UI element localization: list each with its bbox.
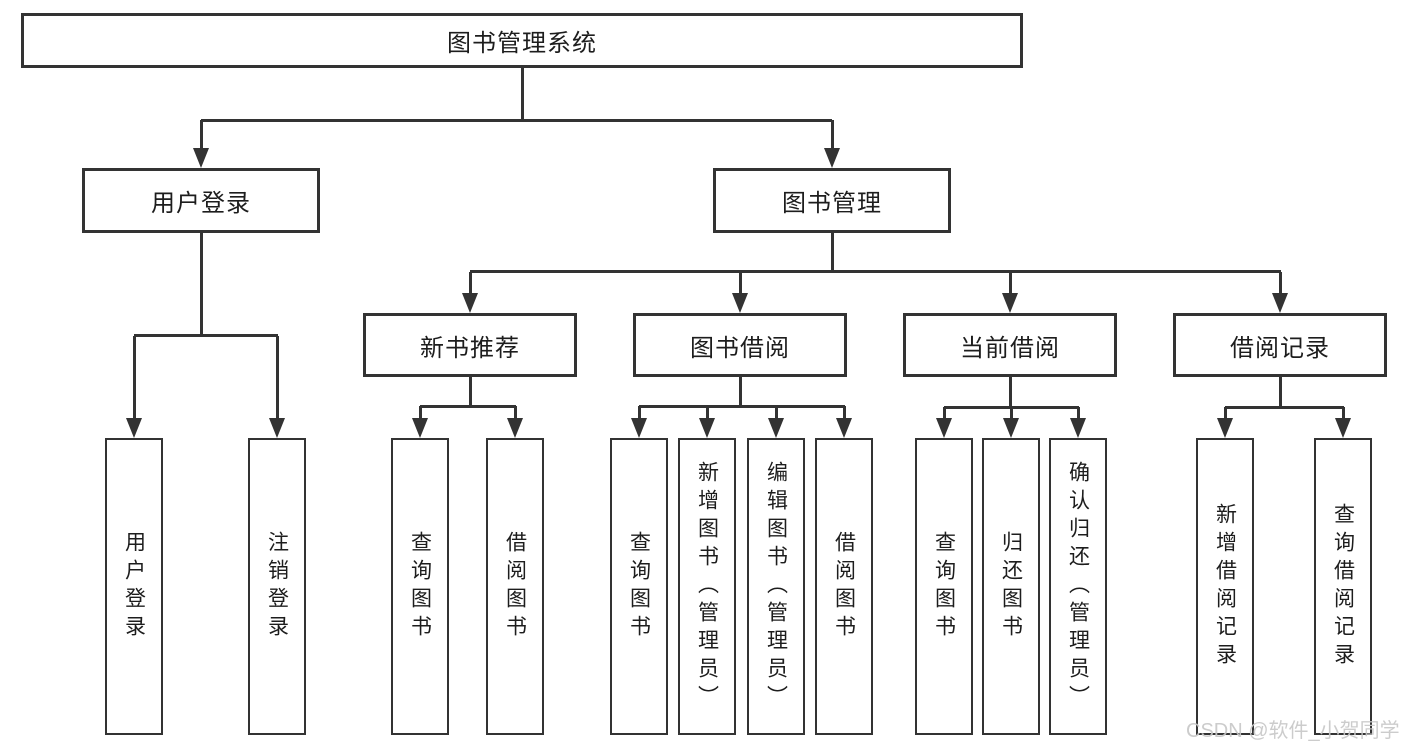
connector-line bbox=[134, 334, 278, 337]
arrowhead-icon bbox=[126, 418, 142, 438]
arrowhead-icon bbox=[412, 418, 428, 438]
arrowhead-icon bbox=[631, 418, 647, 438]
connector-line bbox=[831, 233, 834, 272]
leaf-confirm-return-admin: 确认归还（管理员） bbox=[1049, 438, 1107, 735]
connector-line bbox=[843, 406, 846, 420]
connector-line bbox=[1224, 407, 1227, 420]
leaf-query-books-current: 查询图书 bbox=[915, 438, 973, 735]
csdn-watermark: CSDN @软件_小贺同学 bbox=[1186, 720, 1400, 742]
node-borrow-records: 借阅记录 bbox=[1173, 313, 1387, 377]
connector-line bbox=[706, 406, 709, 420]
node-user-login-label: 用户登录 bbox=[151, 190, 251, 217]
node-new-book-recommend: 新书推荐 bbox=[363, 313, 577, 377]
arrowhead-icon bbox=[462, 293, 478, 313]
connector-line bbox=[1009, 272, 1012, 296]
arrowhead-icon bbox=[936, 418, 952, 438]
leaf-confirm-return-admin-label: 确认归还（管理员） bbox=[1066, 460, 1090, 713]
leaf-borrow-books-recommend-label: 借阅图书 bbox=[503, 530, 527, 643]
connector-line bbox=[469, 377, 472, 407]
arrowhead-icon bbox=[1217, 418, 1233, 438]
leaf-query-borrow-record: 查询借阅记录 bbox=[1314, 438, 1372, 735]
leaf-user-login: 用户登录 bbox=[105, 438, 163, 735]
leaf-query-books-recommend: 查询图书 bbox=[391, 438, 449, 735]
connector-line bbox=[1077, 407, 1080, 420]
connector-line bbox=[470, 270, 1281, 273]
arrowhead-icon bbox=[507, 418, 523, 438]
connector-line bbox=[739, 377, 742, 407]
node-root-system: 图书管理系统 bbox=[21, 13, 1023, 68]
leaf-query-borrow-record-label: 查询借阅记录 bbox=[1331, 502, 1355, 671]
connector-line bbox=[638, 406, 641, 420]
node-borrow-records-label: 借阅记录 bbox=[1230, 334, 1330, 362]
leaf-borrow-books-borrowing-label: 借阅图书 bbox=[832, 530, 856, 643]
connector-line bbox=[514, 406, 517, 420]
leaf-return-books: 归还图书 bbox=[982, 438, 1040, 735]
node-book-borrowing-label: 图书借阅 bbox=[690, 334, 790, 362]
leaf-user-login-label: 用户登录 bbox=[122, 530, 146, 643]
leaf-edit-books-admin: 编辑图书（管理员） bbox=[747, 438, 805, 735]
leaf-add-books-admin: 新增图书（管理员） bbox=[678, 438, 736, 735]
arrowhead-icon bbox=[1272, 293, 1288, 313]
connector-line bbox=[739, 272, 742, 296]
connector-line bbox=[1009, 377, 1012, 408]
leaf-query-books-current-label: 查询图书 bbox=[932, 530, 956, 643]
connector-line bbox=[1225, 406, 1344, 409]
leaf-return-books-label: 归还图书 bbox=[999, 530, 1023, 643]
leaf-borrow-books-borrowing: 借阅图书 bbox=[815, 438, 873, 735]
connector-line bbox=[200, 120, 203, 150]
arrowhead-icon bbox=[1335, 418, 1351, 438]
connector-line bbox=[1279, 377, 1282, 408]
leaf-query-books-borrowing-label: 查询图书 bbox=[627, 530, 651, 643]
node-root-label: 图书管理系统 bbox=[447, 30, 597, 57]
node-book-management-label: 图书管理 bbox=[782, 190, 882, 217]
arrowhead-icon bbox=[1070, 418, 1086, 438]
arrowhead-icon bbox=[824, 148, 840, 168]
leaf-add-books-admin-label: 新增图书（管理员） bbox=[695, 460, 719, 713]
node-current-borrowing: 当前借阅 bbox=[903, 313, 1117, 377]
connector-line bbox=[420, 405, 516, 408]
connector-line bbox=[276, 336, 279, 420]
connector-line bbox=[521, 68, 524, 120]
arrowhead-icon bbox=[836, 418, 852, 438]
connector-line bbox=[201, 119, 832, 122]
node-user-login: 用户登录 bbox=[82, 168, 320, 233]
leaf-query-books-recommend-label: 查询图书 bbox=[408, 530, 432, 643]
arrowhead-icon bbox=[1002, 293, 1018, 313]
connector-line bbox=[1279, 272, 1282, 296]
connector-line bbox=[1342, 407, 1345, 420]
node-book-borrowing: 图书借阅 bbox=[633, 313, 847, 377]
leaf-logout-login-label: 注销登录 bbox=[265, 530, 289, 643]
arrowhead-icon bbox=[732, 293, 748, 313]
arrowhead-icon bbox=[269, 418, 285, 438]
leaf-add-borrow-record: 新增借阅记录 bbox=[1196, 438, 1254, 735]
connector-line bbox=[133, 336, 136, 420]
connector-line bbox=[943, 407, 946, 420]
connector-line bbox=[831, 120, 834, 150]
leaf-add-borrow-record-label: 新增借阅记录 bbox=[1213, 502, 1237, 671]
connector-line bbox=[775, 406, 778, 420]
leaf-borrow-books-recommend: 借阅图书 bbox=[486, 438, 544, 735]
connector-line bbox=[469, 272, 472, 296]
arrowhead-icon bbox=[768, 418, 784, 438]
leaf-query-books-borrowing: 查询图书 bbox=[610, 438, 668, 735]
connector-line bbox=[639, 405, 845, 408]
arrowhead-icon bbox=[699, 418, 715, 438]
leaf-edit-books-admin-label: 编辑图书（管理员） bbox=[764, 460, 788, 713]
connector-line bbox=[419, 406, 422, 420]
arrowhead-icon bbox=[1003, 418, 1019, 438]
node-new-book-recommend-label: 新书推荐 bbox=[420, 334, 520, 362]
arrowhead-icon bbox=[193, 148, 209, 168]
node-book-management: 图书管理 bbox=[713, 168, 951, 233]
leaf-logout-login: 注销登录 bbox=[248, 438, 306, 735]
node-current-borrowing-label: 当前借阅 bbox=[960, 334, 1060, 362]
connector-line bbox=[200, 233, 203, 336]
connector-line bbox=[1010, 407, 1013, 420]
